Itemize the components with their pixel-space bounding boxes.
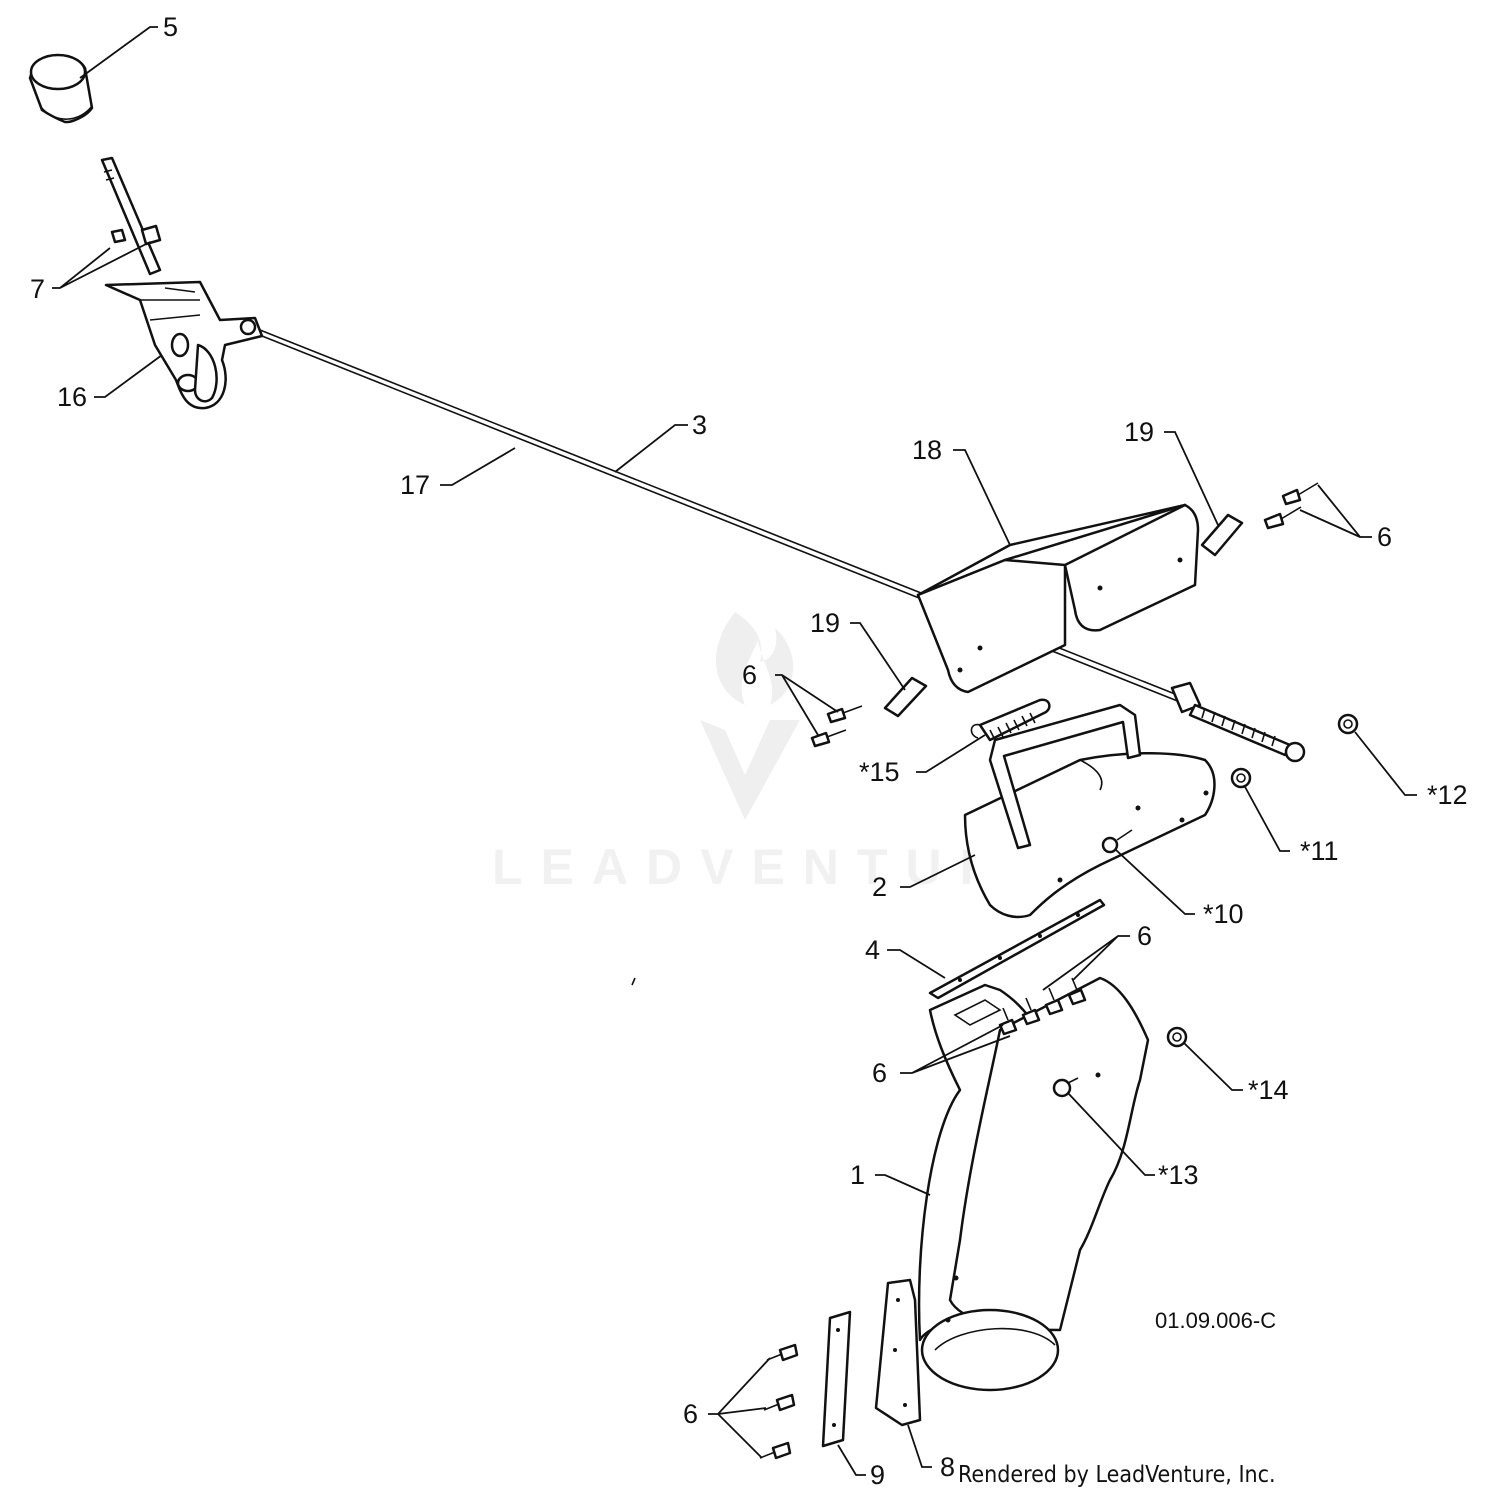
deflector-part-18	[916, 503, 1200, 694]
callout-17: 17	[400, 470, 430, 500]
watermark-text: LEADVENTURE	[492, 839, 1065, 895]
plate-part-19-lower	[883, 676, 928, 718]
callout-9: 9	[870, 1460, 885, 1490]
callout-6-chute-top: 6	[1137, 921, 1152, 951]
callout-3: 3	[692, 410, 707, 440]
callout-11: *11	[1300, 836, 1339, 866]
callout-6-mid-left: 6	[742, 660, 757, 690]
callout-4: 4	[865, 935, 880, 965]
callout-6-chute-left: 6	[872, 1058, 887, 1088]
bolts-part-6-chute	[998, 977, 1087, 1036]
leader-lines	[52, 26, 1417, 1476]
leadventure-watermark: LEADVENTURE	[492, 612, 1065, 895]
callout-19-lower: 19	[810, 608, 840, 638]
nut-part-14	[1166, 1026, 1188, 1048]
callout-10: *10	[1203, 899, 1244, 929]
callout-6-lower-left: 6	[683, 1399, 698, 1429]
plate-part-9	[821, 1310, 852, 1448]
callout-16: 16	[57, 382, 87, 412]
callout-7: 7	[30, 274, 45, 304]
callout-labels: 5 7 16 17 3 18 19 19 6 6 *15 *12 *11 2 *…	[30, 12, 1468, 1490]
washer-part-11	[1230, 767, 1252, 789]
strip-part-4	[928, 898, 1106, 1000]
callout-8: 8	[940, 1452, 955, 1482]
callout-2: 2	[872, 872, 887, 902]
knob-part-5	[28, 53, 94, 124]
shift-lever-part-16	[100, 156, 264, 410]
credit-text: Rendered by LeadVenture, Inc.	[958, 1462, 1276, 1488]
callout-13: *13	[1158, 1160, 1199, 1190]
callout-19-upper: 19	[1124, 417, 1154, 447]
callout-12: *12	[1427, 780, 1468, 810]
callout-15: *15	[859, 757, 900, 787]
plate-part-19-upper	[1200, 513, 1244, 557]
callout-18: 18	[912, 435, 942, 465]
nut-part-12	[1337, 713, 1359, 735]
deflector-part-2	[963, 703, 1216, 919]
cable-end-rod	[1170, 681, 1306, 763]
callout-5: 5	[163, 12, 178, 42]
plate-part-8	[874, 1278, 922, 1427]
spring-part-15	[970, 698, 1051, 742]
bolts-part-6-mid-left	[810, 705, 863, 748]
bolts-part-6-lower-left	[759, 1343, 799, 1460]
bolts-part-6-upper-right	[1263, 482, 1319, 530]
stray-mark	[631, 977, 636, 986]
callout-1: 1	[850, 1160, 865, 1190]
callout-6-upper-right: 6	[1377, 522, 1392, 552]
chute-part-1	[917, 976, 1150, 1392]
callout-14: *14	[1248, 1075, 1289, 1105]
drawing-number: 01.09.006-C	[1155, 1308, 1276, 1333]
